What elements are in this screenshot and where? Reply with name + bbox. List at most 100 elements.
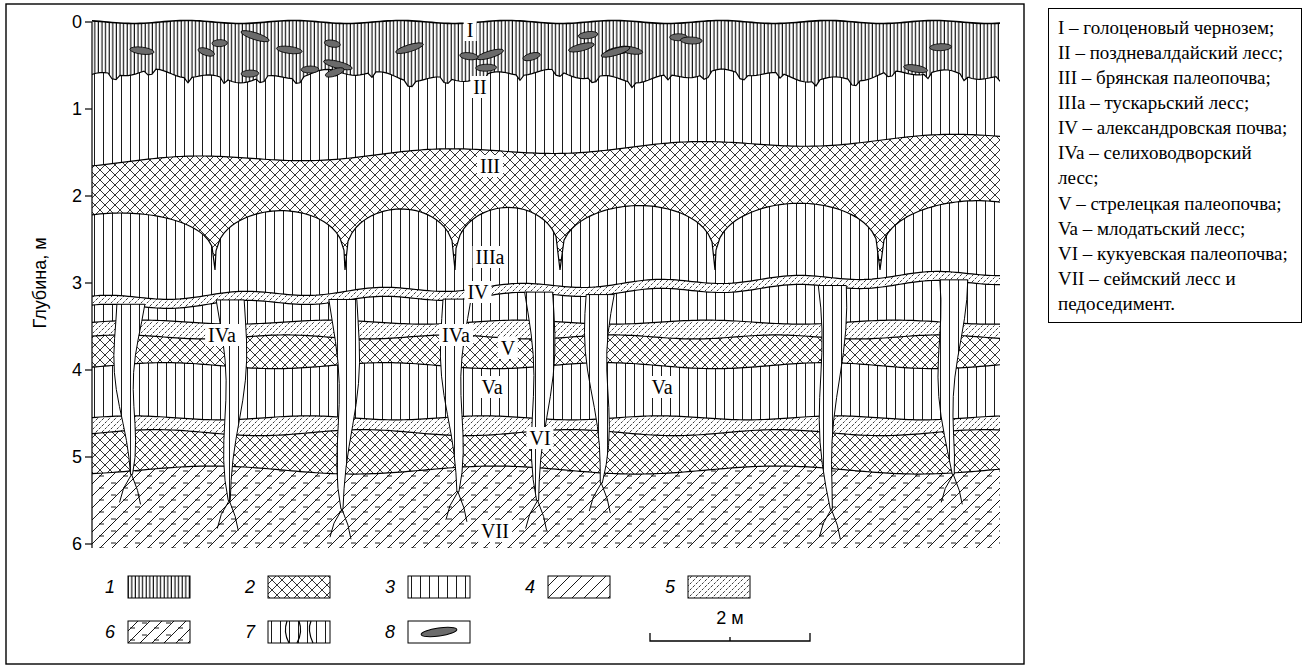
carbonate-nodule — [395, 41, 425, 56]
layer-index: IV — [464, 281, 491, 303]
depth-tick: 4 — [72, 361, 82, 379]
layer-index: I — [464, 19, 477, 41]
crack-line — [589, 483, 601, 511]
layer-description: VI – кукуевская палеопочва; — [1058, 241, 1292, 266]
scale-label: 2 м — [716, 609, 743, 627]
layer-index: IIIa — [473, 246, 508, 268]
legend-number: 4 — [525, 578, 535, 596]
nodule-sample — [421, 626, 458, 639]
chernozem-layer — [92, 21, 1000, 549]
crack-line — [526, 501, 538, 529]
legend-item: 7 — [245, 620, 335, 644]
axis-tick — [85, 195, 92, 196]
legend-number: 8 — [385, 623, 395, 641]
crack-line — [120, 474, 132, 502]
layer-index: VI — [526, 427, 553, 449]
ice-wedge — [114, 304, 145, 474]
carbonate-nodule — [459, 52, 478, 61]
swatch-box — [688, 576, 750, 598]
swatch-box — [408, 576, 470, 598]
legend-swatch — [407, 575, 471, 599]
crack-line — [458, 492, 467, 522]
carbonate-nodule — [197, 46, 215, 58]
ice-wedge — [938, 280, 968, 475]
layer-description: IV – александровская почва; — [1058, 115, 1292, 140]
swatch-box — [128, 576, 190, 598]
soil-section — [92, 21, 1000, 549]
legend-number: 5 — [665, 578, 675, 596]
legend-number: 6 — [105, 623, 115, 641]
depth-tick: 0 — [72, 13, 82, 31]
carbonate-nodule — [240, 28, 270, 44]
legend-item: 6 — [105, 620, 195, 644]
carbonate-nodule — [212, 39, 228, 47]
layer-description: I – голоценовый чернозем; — [1058, 15, 1292, 40]
layer-index: Va — [478, 376, 505, 398]
depth-tick: 6 — [72, 535, 82, 553]
depth-tick: 1 — [72, 100, 82, 118]
legend-number: 1 — [105, 578, 115, 596]
layer-description: VII – сеймский лесс и педоседимент. — [1058, 266, 1292, 316]
layer-index: II — [470, 76, 489, 98]
carbonate-nodule — [522, 51, 541, 63]
axis-tick — [85, 369, 92, 370]
ice-wedge — [818, 286, 846, 510]
legend-swatch — [127, 575, 191, 599]
carbonate-nodule — [324, 39, 341, 49]
swatch-box — [128, 621, 190, 643]
legend-swatch — [127, 620, 191, 644]
explanation-box: I – голоценовый чернозем;II – поздневалд… — [1048, 8, 1302, 323]
layer-index: IVa — [205, 324, 239, 346]
ice-wedge — [584, 295, 614, 484]
crack-line — [446, 492, 458, 520]
crack-line — [941, 474, 953, 502]
layer-boundary — [92, 134, 1000, 166]
carbonate-nodule — [600, 44, 631, 59]
depth-tick: 5 — [72, 448, 82, 466]
carbonate-nodule — [680, 37, 702, 45]
layer-description: V – стрелецкая палеопочва; — [1058, 191, 1292, 216]
crack-line — [819, 509, 831, 537]
carbonate-nodule — [476, 64, 497, 72]
carbonate-nodule — [324, 66, 345, 79]
legend-number: 2 — [245, 578, 255, 596]
carbonate-nodule — [241, 70, 259, 78]
wedge-sample — [285, 621, 313, 643]
layer-index: V — [498, 337, 518, 359]
axis-title: Глубина, м — [31, 237, 49, 328]
crack-line — [953, 474, 962, 504]
ice-wedge — [525, 292, 555, 500]
scale-bar — [650, 633, 810, 641]
layer-boundary — [92, 21, 1000, 24]
swatch-box — [268, 621, 330, 643]
legend-swatch — [267, 575, 331, 599]
legend-item: 4 — [525, 575, 615, 599]
loess-layer — [92, 201, 1000, 548]
depth-tick: 3 — [72, 274, 82, 292]
ice-wedge — [329, 299, 360, 509]
layer-boundary — [92, 69, 1000, 87]
crack-line — [330, 509, 342, 537]
layer-description: II – поздневалдайский лесс; — [1058, 40, 1292, 65]
axis-tick — [85, 21, 92, 22]
crack-line — [229, 501, 238, 531]
layer-index: IVa — [439, 324, 473, 346]
carbonate-nodule — [476, 47, 505, 62]
carbonate-nodule — [301, 66, 319, 73]
figure-frame — [6, 4, 1024, 664]
legend-item: 3 — [385, 575, 475, 599]
crack-line — [831, 509, 840, 539]
carbonate-nodule — [129, 46, 154, 56]
layer-index: III — [477, 155, 503, 177]
layer-description: Va – млодатьский лесс; — [1058, 216, 1292, 241]
crack-line — [601, 483, 610, 513]
legend-swatch — [547, 575, 611, 599]
layer-index: Va — [648, 376, 675, 398]
carbonate-nodule — [276, 45, 302, 55]
legend-item: 5 — [665, 575, 755, 599]
legend-item: 2 — [245, 575, 335, 599]
crack-line — [217, 501, 229, 529]
carbonate-nodule — [929, 43, 951, 51]
loess-layer — [92, 69, 1000, 548]
swatch-box — [268, 576, 330, 598]
